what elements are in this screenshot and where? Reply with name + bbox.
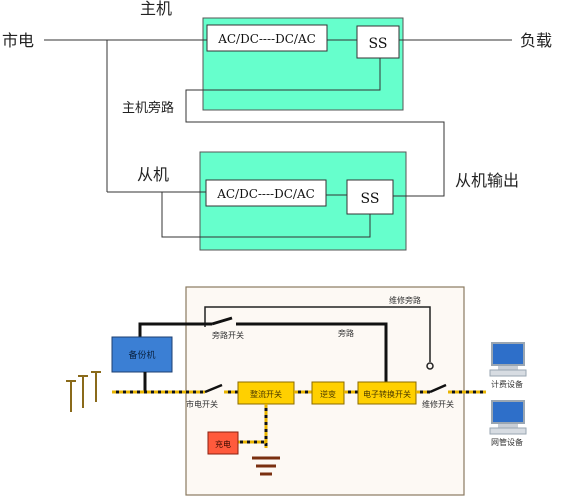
mains-switch-blade	[204, 383, 223, 394]
bypass-switch-blade	[211, 316, 233, 326]
inverter-label: 逆变	[320, 389, 336, 399]
computer-label-netmgmt: 网管设备	[491, 437, 523, 447]
host-converter-box	[206, 24, 328, 52]
load-label: 负载	[520, 31, 552, 50]
maintenance-switch-label: 维修开关	[422, 399, 454, 409]
bypass-thick-line-2	[236, 322, 388, 386]
host-label: 主机	[140, 0, 172, 18]
static-switch-label: 电子转换开关	[363, 389, 411, 399]
slave-ss-box	[346, 179, 394, 215]
bypass-switch-label: 旁路开关	[212, 330, 244, 340]
slave-ss-label: SS	[361, 191, 380, 207]
top-wires	[44, 39, 512, 238]
maintenance-switch-blade	[429, 383, 447, 394]
maintenance-bypass-label: 维修旁路	[389, 295, 421, 305]
battery-box	[207, 431, 239, 455]
host-ss-label: SS	[369, 36, 388, 52]
host-bypass-label: 主机旁路	[122, 100, 174, 116]
bypass-label: 旁路	[338, 328, 354, 338]
mains-switch-label: 市电开关	[186, 399, 218, 409]
backup-unit-box	[111, 336, 173, 373]
host-converter-label: AC/DC----DC/AC	[217, 32, 316, 46]
computer-label-billing: 计费设备	[491, 379, 523, 389]
slave-converter-box	[205, 179, 327, 207]
computer-icon-billing	[489, 342, 527, 377]
host-ss-box	[356, 25, 400, 59]
ground-icon	[252, 456, 280, 476]
utility-pole-icon	[66, 371, 101, 412]
bottom-ups-diagram: 维修旁路 旁路开关 旁路 备份机 市电开关 整流开关	[66, 286, 527, 496]
maintenance-bypass-node	[426, 362, 434, 370]
computer-icon-netmgmt	[489, 400, 527, 435]
slave-output-label: 从机输出	[455, 171, 519, 190]
rectifier-label: 整流开关	[250, 389, 282, 399]
bypass-thick-line	[138, 322, 212, 340]
battery-label: 充电	[215, 439, 231, 449]
mains-label: 市电	[2, 31, 34, 50]
slave-label: 从机	[137, 165, 169, 184]
backup-unit-label: 备份机	[128, 349, 155, 361]
top-ups-diagram: AC/DC----DC/AC SS AC/DC----DC/AC SS	[2, 0, 552, 251]
maintenance-bypass-line	[204, 306, 431, 362]
slave-converter-label: AC/DC----DC/AC	[216, 187, 315, 201]
